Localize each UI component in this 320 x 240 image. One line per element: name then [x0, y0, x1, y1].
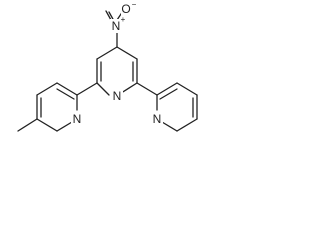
central-ring-nitrogen-label: N: [113, 89, 122, 103]
nitro-nitrogen-atom: N +: [110, 15, 126, 33]
nitro-nitrogen-label: N: [112, 19, 121, 33]
right-ring-nitrogen-atom: N: [151, 112, 163, 126]
nitro-oxygen-label: O: [121, 2, 130, 16]
nitro-nitrogen-charge: +: [121, 15, 126, 24]
right-pyridine-ring: [136, 82, 198, 132]
central-ring-nitrogen-atom: N: [111, 89, 123, 103]
left-pyridine-ring: [17, 82, 98, 132]
nitro-oxygen-atom: O −: [121, 0, 137, 16]
right-ring-nitrogen-label: N: [153, 112, 162, 126]
left-ring-nitrogen-atom: N: [71, 112, 83, 126]
nitro-oxygen-charge: −: [132, 0, 137, 9]
left-ring-nitrogen-label: N: [73, 112, 82, 126]
central-pyridine-ring: [96, 46, 138, 96]
chemical-structure: N + O − N N N: [17, 0, 198, 132]
